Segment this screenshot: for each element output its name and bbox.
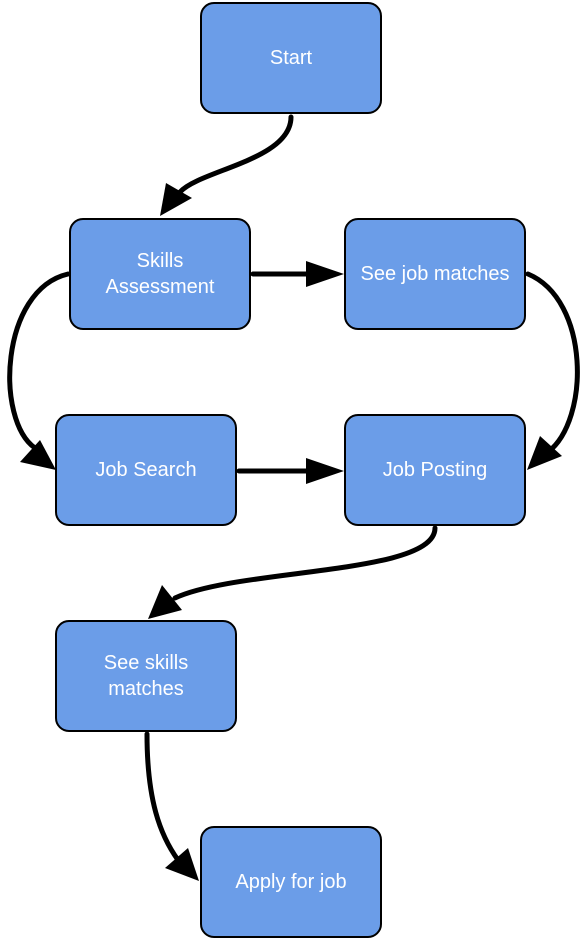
node-apply-for-job[interactable]: Apply for job [200, 826, 382, 938]
node-see-skills-matches[interactable]: See skills matches [55, 620, 237, 732]
arrow-start-to-skills-assessment [177, 114, 294, 195]
node-job-posting-label: Job Posting [382, 459, 488, 481]
node-see-job-matches[interactable]: See job matches [344, 218, 526, 330]
node-start[interactable]: Start [200, 2, 382, 114]
arrowhead-start-to-skills-assessment [160, 183, 192, 216]
arrowhead-skills-to-job-search [20, 440, 56, 470]
node-see-skills-matches-label: See skills matches [103, 652, 189, 700]
node-start-label: Start [269, 47, 313, 69]
node-skills-assessment-label: Skills Assessment [105, 250, 215, 298]
arrowhead-see-job-matches-to-job-posting [527, 436, 562, 470]
node-job-posting[interactable]: Job Posting [344, 414, 526, 526]
arrowhead-see-skills-matches-to-apply [165, 848, 199, 881]
node-skills-assessment[interactable]: Skills Assessment [69, 218, 251, 330]
node-see-job-matches-label: See job matches [360, 263, 510, 285]
node-job-search-label: Job Search [95, 459, 197, 481]
arrowhead-job-posting-to-see-skills-matches [148, 585, 182, 619]
arrowhead-skills-to-see-job-matches [306, 261, 344, 287]
arrow-see-skills-matches-to-apply [144, 731, 181, 863]
arrow-see-job-matches-to-job-posting [525, 271, 580, 455]
node-job-search[interactable]: Job Search [55, 414, 237, 526]
node-apply-for-job-label: Apply for job [235, 871, 347, 893]
arrowhead-job-search-to-job-posting [306, 458, 344, 484]
arrow-job-posting-to-see-skills-matches [172, 525, 438, 601]
arrow-skills-to-job-search [7, 271, 71, 451]
